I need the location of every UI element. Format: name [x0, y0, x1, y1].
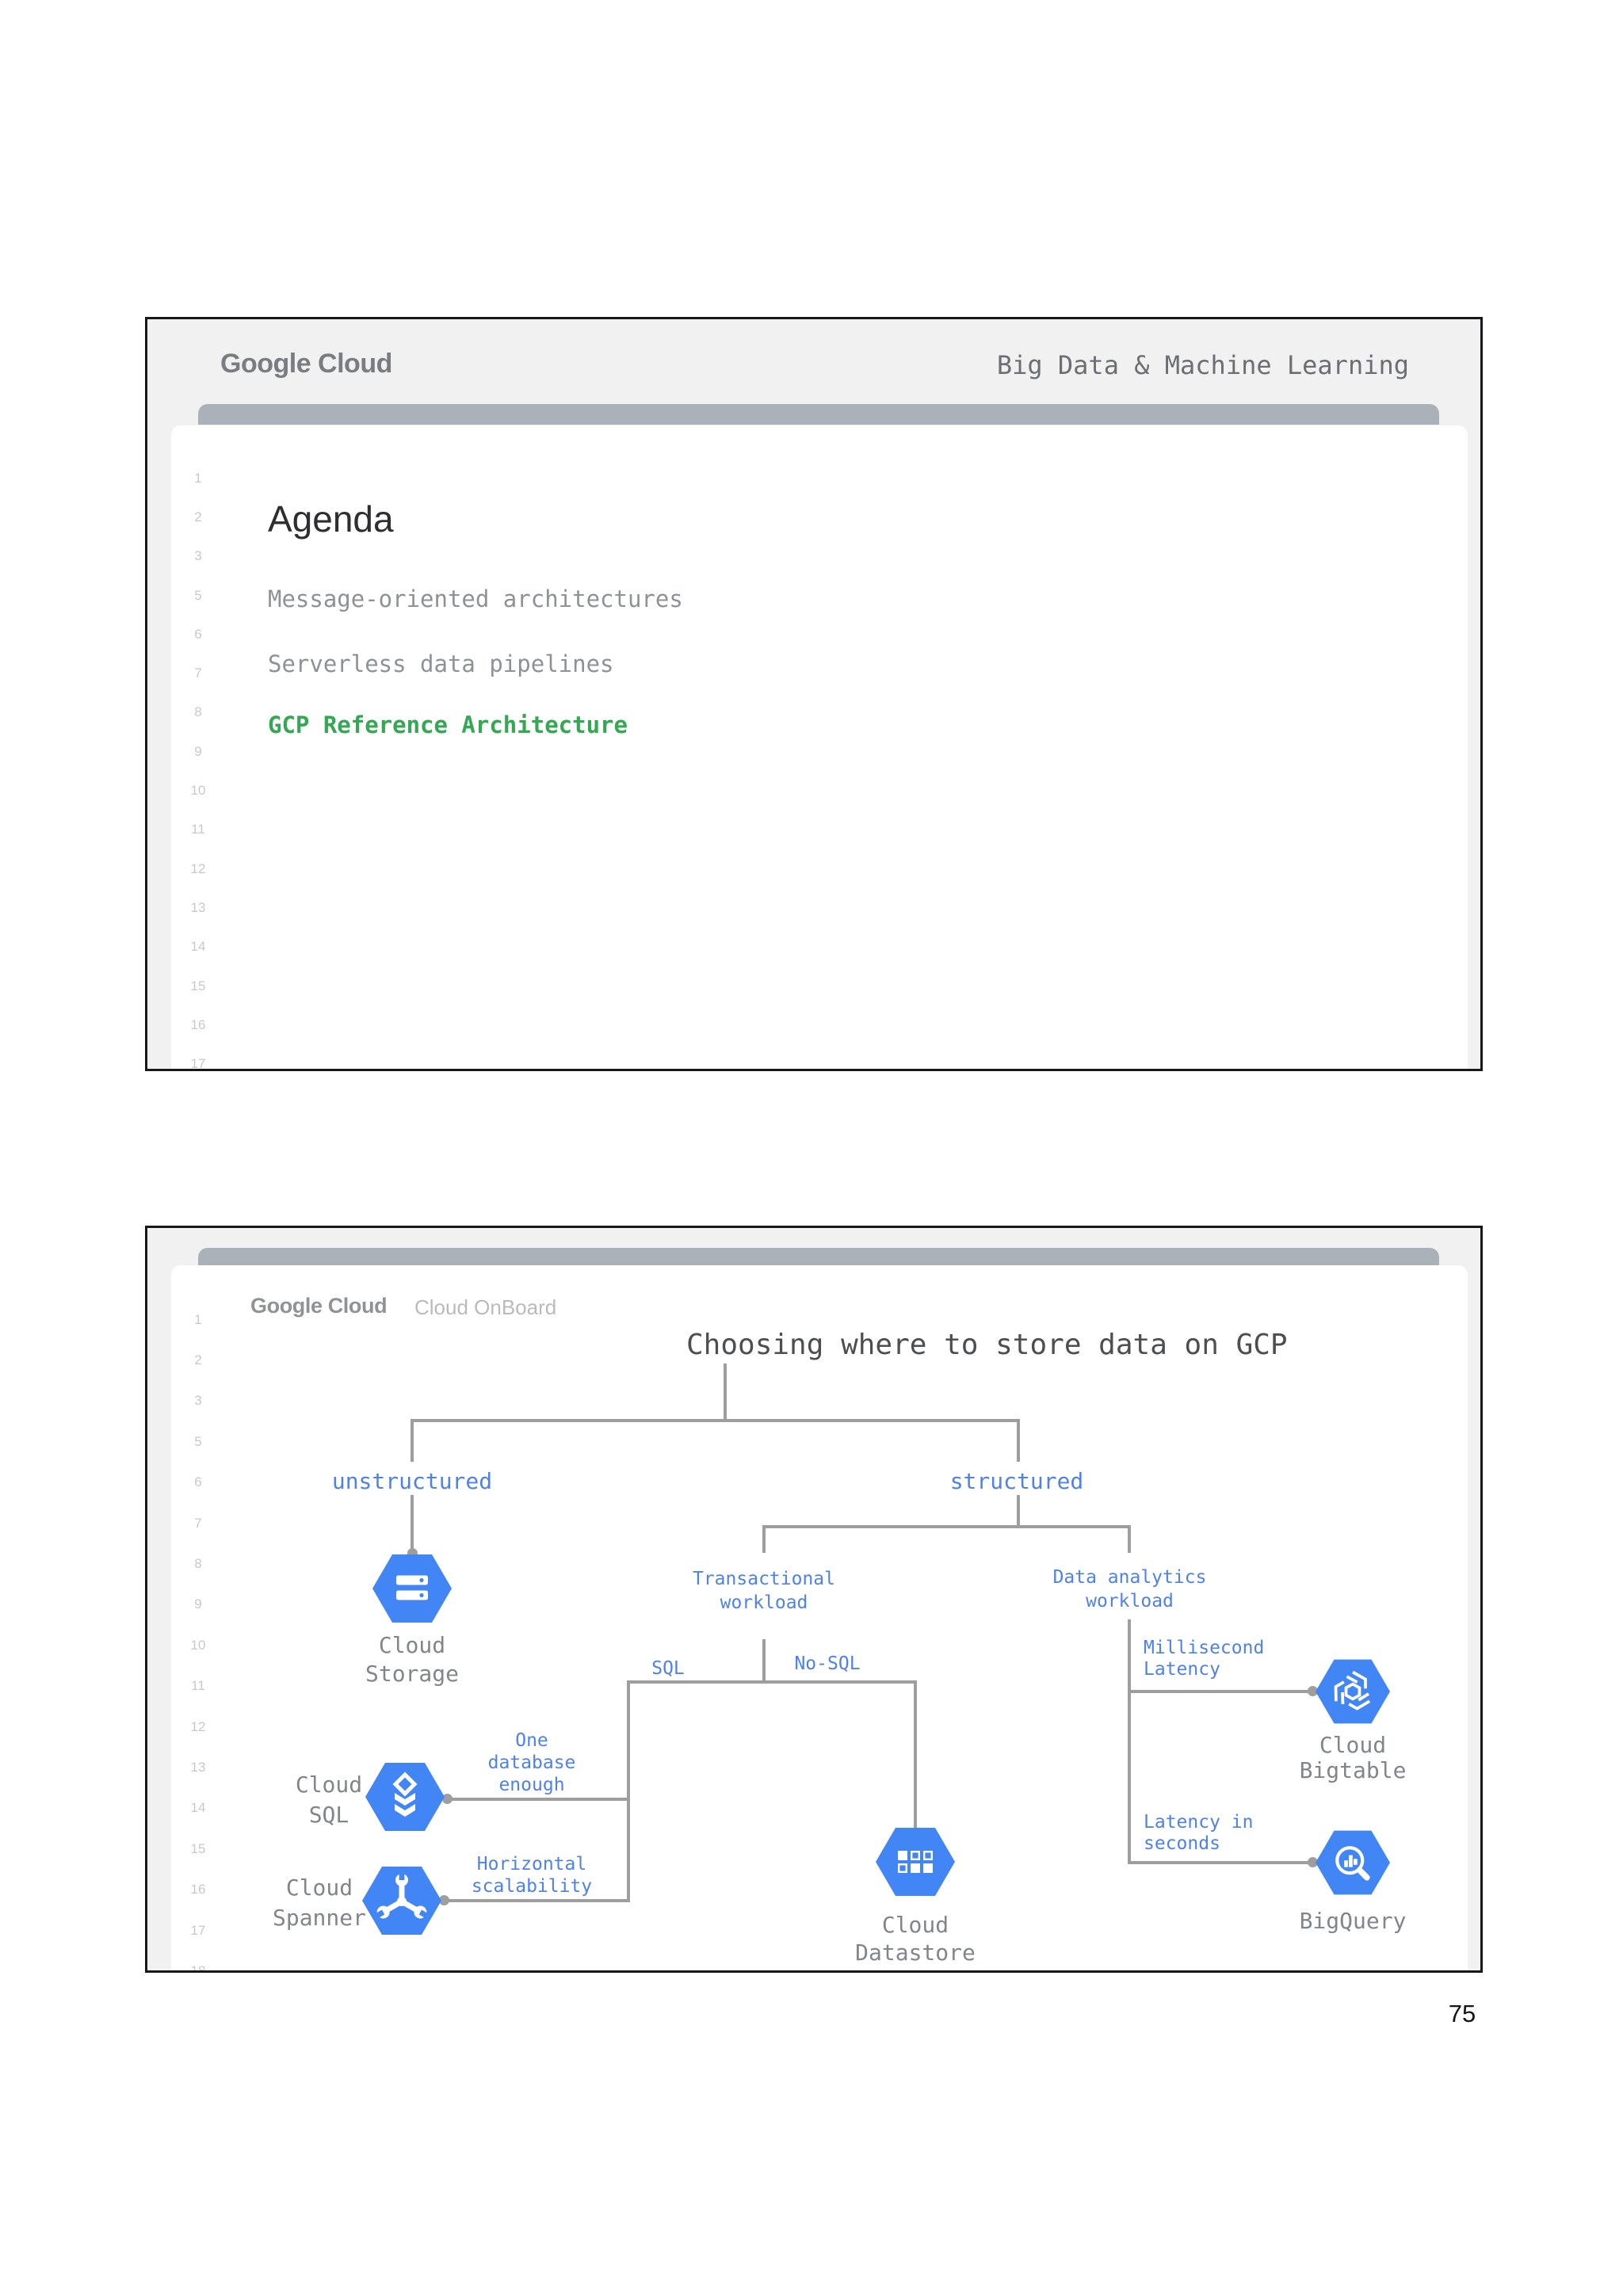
line-number: 5: [194, 1433, 202, 1449]
connector-line: [1128, 1525, 1131, 1553]
google-cloud-logo-text: Google Cloud: [220, 349, 392, 379]
line-number: 12: [190, 1718, 206, 1734]
slide-agenda: Google Cloud Big Data & Machine Learning…: [145, 317, 1483, 1071]
connector-line: [724, 1363, 727, 1421]
line-number: 9: [194, 743, 202, 759]
line-number: 3: [194, 1393, 202, 1409]
branch-label-transactional: Transactional workload: [692, 1569, 835, 1613]
google-cloud-logo: Google Cloud: [220, 348, 392, 379]
connector-line: [443, 1899, 630, 1902]
line-number: 6: [194, 626, 202, 642]
line-number: 14: [190, 1800, 206, 1816]
line-number: 17: [190, 1922, 206, 1938]
connector-line: [1128, 1619, 1131, 1864]
branch-label-unstructured: unstructured: [331, 1468, 493, 1494]
course-title: Big Data & Machine Learning: [996, 350, 1409, 380]
connector-dot: [442, 1794, 453, 1804]
edge-label-horizontal-scalability: Horizontal scalability: [471, 1854, 593, 1897]
line-number: 7: [194, 1515, 202, 1531]
line-number: 10: [190, 1637, 206, 1653]
edge-label-millisecond-latency: Millisecond Latency: [1144, 1638, 1265, 1680]
line-number: 8: [194, 704, 202, 720]
page-number: 75: [1448, 2000, 1476, 2027]
connector-line: [1131, 1861, 1315, 1864]
slide-chrome-bar: [198, 404, 1439, 425]
slide-choosing-storage: Google Cloud Cloud OnBoard 1 2 3 5 6 7 8…: [145, 1226, 1483, 1973]
connector-line: [627, 1680, 630, 1902]
line-number: 18: [190, 1962, 206, 1973]
connector-line: [411, 1419, 1020, 1422]
cloud-datastore-icon: [876, 1828, 955, 1896]
branch-label-sql: SQL: [651, 1658, 685, 1679]
connector-line: [411, 1419, 414, 1462]
line-number: 9: [194, 1596, 202, 1612]
cloud-spanner-icon: [362, 1867, 441, 1935]
connector-line: [914, 1680, 917, 1829]
connector-line: [411, 1495, 414, 1550]
connector-line: [762, 1639, 766, 1682]
line-number: 8: [194, 1556, 202, 1572]
connector-dot: [1308, 1686, 1318, 1696]
line-number: 15: [190, 1840, 206, 1856]
connector-line: [1017, 1495, 1020, 1528]
line-number: 13: [190, 899, 206, 915]
line-number: 17: [190, 1056, 206, 1071]
line-number: 15: [190, 978, 206, 994]
line-number: 6: [194, 1474, 202, 1490]
line-number: 1: [194, 470, 202, 486]
branch-label-nosql: No-SQL: [794, 1653, 861, 1674]
branch-label-analytics: Data analytics workload: [1052, 1567, 1207, 1611]
google-cloud-logo-text: Google Cloud: [250, 1294, 388, 1318]
connector-line: [762, 1525, 766, 1553]
connector-dot: [1308, 1857, 1318, 1867]
node-caption-cloud-bigtable: Cloud Bigtable: [1299, 1732, 1407, 1783]
line-number: 5: [194, 587, 202, 603]
agenda-item: Message-oriented architectures: [268, 585, 683, 612]
slide-title: Choosing where to store data on GCP: [686, 1329, 1288, 1361]
agenda-item-active: GCP Reference Architecture: [268, 711, 628, 738]
line-number: 13: [190, 1759, 206, 1775]
node-caption-cloud-sql: Cloud SQL: [295, 1772, 363, 1828]
cloud-storage-icon: [372, 1554, 452, 1623]
google-cloud-logo: Google Cloud: [250, 1293, 388, 1318]
slide-page: [171, 425, 1468, 1069]
branch-label-structured: structured: [949, 1468, 1084, 1494]
line-number: 1: [194, 1311, 202, 1327]
line-number: 10: [190, 783, 206, 799]
connector-line: [627, 1680, 917, 1684]
connector-line: [1017, 1419, 1020, 1462]
slide-page: [171, 1265, 1468, 1970]
node-caption-cloud-storage: Cloud Storage: [365, 1632, 459, 1687]
line-number: 12: [190, 860, 206, 876]
line-number: 11: [191, 822, 205, 837]
cloud-sql-icon: [365, 1763, 445, 1831]
edge-label-latency-seconds: Latency in seconds: [1144, 1812, 1254, 1854]
line-number: 2: [194, 1352, 202, 1368]
connector-line: [762, 1525, 1131, 1528]
cloud-bigtable-icon: [1316, 1659, 1390, 1724]
agenda-item: Serverless data pipelines: [268, 650, 614, 677]
line-number: 14: [190, 939, 206, 955]
bigquery-icon: [1316, 1830, 1390, 1895]
slide-chrome-bar: [198, 1248, 1439, 1265]
line-number-gutter: 1 2 3 5 6 7 8 9 10 11 12 13 14 15 16 17: [182, 459, 214, 1071]
line-number-gutter: 1 2 3 5 6 7 8 9 10 11 12 13 14 15 16 17 …: [182, 1299, 214, 1973]
node-caption-cloud-datastore: Cloud Datastore: [855, 1912, 976, 1966]
connector-dot: [439, 1895, 449, 1905]
line-number: 2: [194, 509, 202, 524]
line-number: 11: [191, 1678, 205, 1694]
node-caption-bigquery: BigQuery: [1299, 1908, 1407, 1934]
event-label: Cloud OnBoard: [414, 1295, 557, 1319]
connector-line: [446, 1798, 630, 1801]
edge-label-one-database: One database enough: [487, 1730, 576, 1795]
node-caption-cloud-spanner: Cloud Spanner: [272, 1875, 366, 1931]
slide-title: Agenda: [268, 498, 394, 540]
line-number: 3: [194, 548, 202, 564]
line-number: 7: [194, 666, 202, 681]
connector-line: [1131, 1690, 1315, 1693]
line-number: 16: [190, 1016, 206, 1032]
line-number: 16: [190, 1882, 206, 1897]
